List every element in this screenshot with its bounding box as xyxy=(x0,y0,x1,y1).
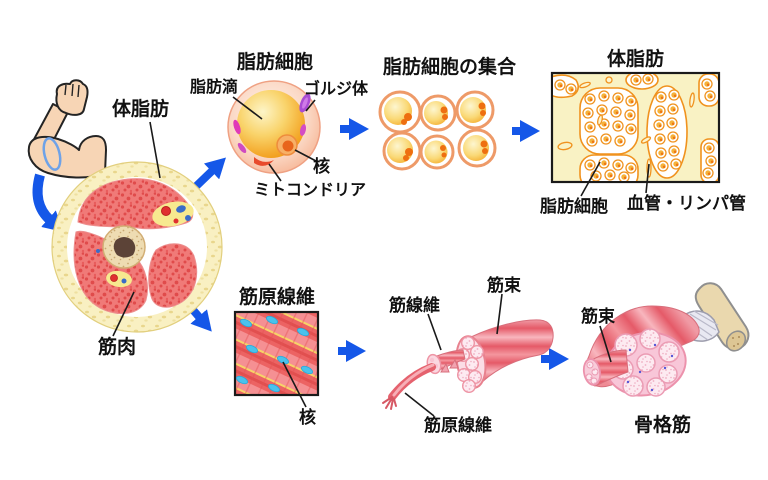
title-myofibril-box: 筋原線維 xyxy=(239,287,316,308)
pointer-lines xyxy=(112,96,650,417)
arm-measure-band xyxy=(42,137,62,171)
arm-illustration xyxy=(27,79,107,179)
label-body-fat-cross-section: 体脂肪 xyxy=(112,99,170,120)
label-myofibril-strand: 筋原線維 xyxy=(424,416,492,435)
label-fascicle-mid: 筋束 xyxy=(487,276,521,295)
tissue-vessels xyxy=(557,76,695,178)
label-muscle-cross-section: 筋肉 xyxy=(98,337,137,358)
myofibril-nuclei xyxy=(236,315,313,393)
arrow-arm-to-crosssection xyxy=(32,173,64,232)
label-mitochondria: ミトコンドリア xyxy=(254,182,367,199)
mitochondria-shape xyxy=(254,157,274,166)
label-fat-cells: 脂肪細胞 xyxy=(540,197,608,216)
limb-cross-section xyxy=(51,161,223,333)
skeletal-muscle-illustration xyxy=(582,282,750,397)
label-fat-cell-nucleus: 核 xyxy=(313,157,330,176)
title-body-fat-tissue: 体脂肪 xyxy=(607,49,665,70)
body-fat-tissue-box xyxy=(550,71,721,184)
title-fat-cell-cluster: 脂肪細胞の集合 xyxy=(383,57,517,78)
fat-cell-cluster-illustration xyxy=(378,90,497,171)
label-muscle-fiber: 筋線維 xyxy=(389,296,440,315)
title-fat-cell: 脂肪細胞 xyxy=(237,52,314,73)
label-fascicle-right: 筋束 xyxy=(581,307,615,326)
label-muscle-nucleus: 核 xyxy=(299,408,316,427)
label-fat-droplet: 脂肪滴 xyxy=(190,79,239,96)
muscle-fiber-illustration xyxy=(382,319,554,410)
label-blood-lymph-vessels: 血管・リンパ管 xyxy=(627,194,746,213)
myofibril-box xyxy=(233,310,320,397)
label-golgi-body: ゴルジ体 xyxy=(304,81,369,98)
fat-cell-illustration xyxy=(227,80,321,174)
bone-cross-section xyxy=(102,225,146,269)
fat-cell-nucleus-shape xyxy=(276,134,298,156)
golgi-body-shapes xyxy=(233,93,311,153)
title-skeletal-muscle: 骨格筋 xyxy=(634,415,692,436)
myofibril-strand xyxy=(388,363,436,401)
